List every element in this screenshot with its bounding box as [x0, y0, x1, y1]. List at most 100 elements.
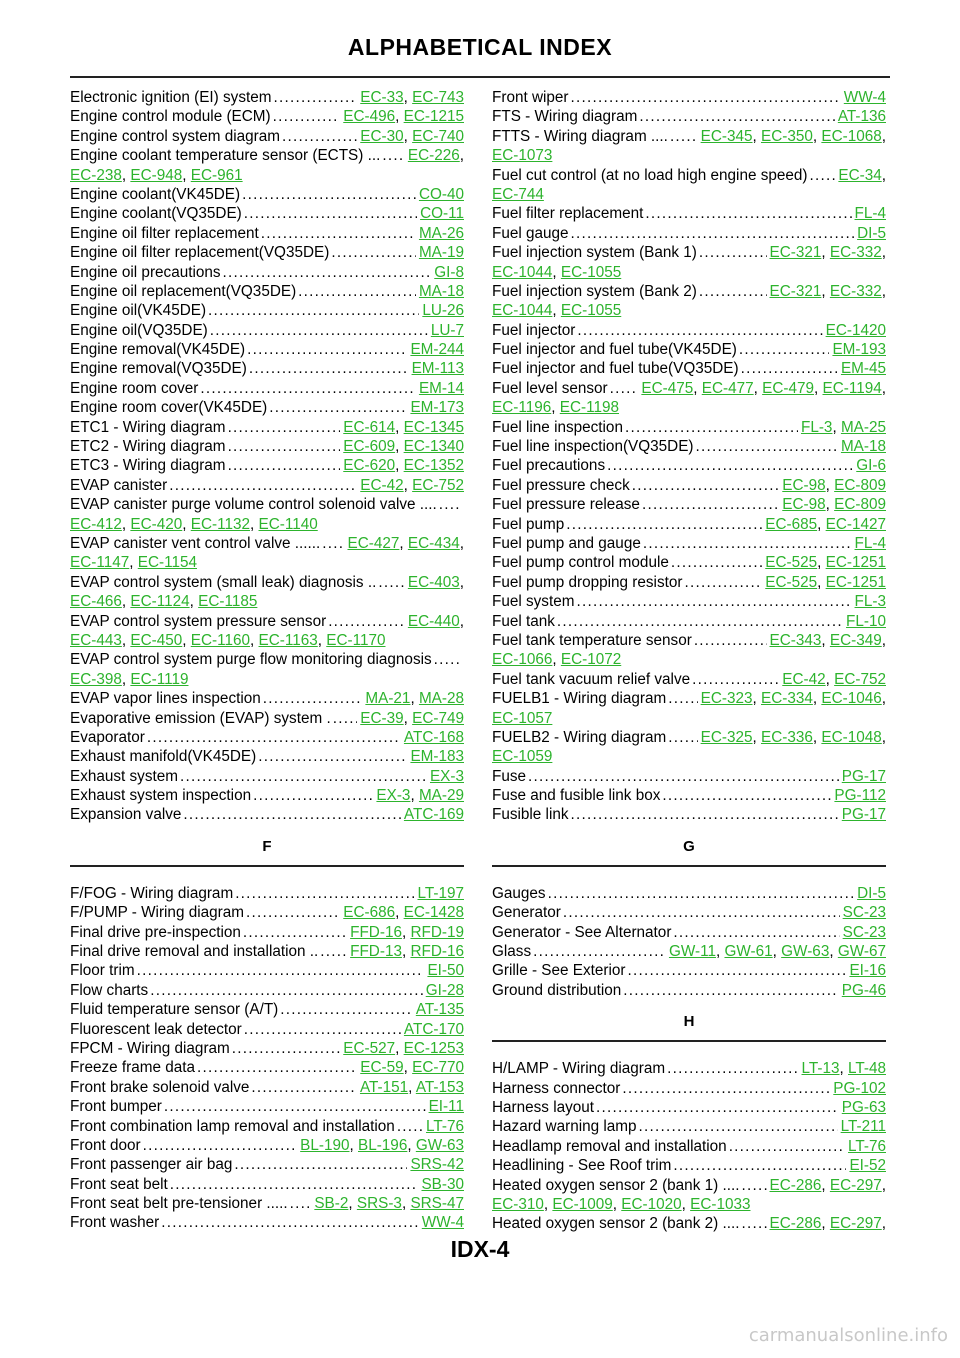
index-reference-link[interactable]: EC-1124 — [130, 593, 190, 611]
index-reference-link[interactable]: GW-11 — [668, 943, 716, 961]
index-reference-link[interactable]: EC-450 — [130, 631, 183, 649]
index-reference-link[interactable]: EM-193 — [832, 341, 886, 359]
index-reference-link[interactable]: EC-297 — [829, 1215, 882, 1233]
index-reference-link[interactable]: EC-1068 — [821, 127, 882, 145]
index-reference-link[interactable]: AT-135 — [415, 1001, 464, 1019]
index-reference-link[interactable]: EC-440 — [407, 612, 460, 630]
index-reference-link[interactable]: AT-151 — [359, 1078, 409, 1096]
index-reference-link[interactable]: LT-197 — [417, 884, 465, 902]
index-reference-link[interactable]: EC-420 — [130, 515, 183, 533]
index-reference-link[interactable]: AT-153 — [415, 1078, 464, 1096]
index-reference-link[interactable]: EC-1033 — [690, 1195, 751, 1213]
index-reference-link[interactable]: EC-1215 — [403, 108, 464, 126]
index-reference-link[interactable]: GW-61 — [724, 943, 773, 961]
index-reference-link[interactable]: EC-412 — [70, 515, 122, 533]
index-reference-link[interactable]: EC-609 — [343, 438, 396, 456]
index-reference-link[interactable]: SC-23 — [842, 923, 886, 941]
index-reference-link[interactable]: EC-1154 — [137, 554, 197, 572]
index-reference-link[interactable]: FL-10 — [846, 612, 886, 630]
index-reference-link[interactable]: EC-770 — [412, 1059, 464, 1077]
index-reference-link[interactable]: EC-496 — [343, 108, 396, 126]
index-reference-link[interactable]: GI-8 — [434, 263, 464, 281]
index-reference-link[interactable]: EC-98 — [782, 476, 826, 494]
index-reference-link[interactable]: EC-1044 — [492, 302, 553, 320]
index-reference-link[interactable]: EC-477 — [701, 379, 754, 397]
index-reference-link[interactable]: EC-286 — [769, 1176, 822, 1194]
index-reference-link[interactable]: EC-332 — [829, 244, 882, 262]
index-reference-link[interactable]: EI-52 — [849, 1157, 886, 1175]
index-reference-link[interactable]: EC-1119 — [130, 670, 189, 688]
index-reference-link[interactable]: MA-18 — [418, 282, 464, 300]
index-reference-link[interactable]: EI-16 — [849, 962, 886, 980]
index-reference-link[interactable]: EC-33 — [360, 89, 404, 106]
index-reference-link[interactable]: EC-343 — [769, 631, 822, 649]
index-reference-link[interactable]: MA-21 — [365, 690, 411, 708]
index-reference-link[interactable]: SRS-47 — [410, 1195, 464, 1213]
index-reference-link[interactable]: LT-48 — [848, 1060, 886, 1078]
index-reference-link[interactable]: PG-46 — [841, 981, 886, 999]
index-reference-link[interactable]: EC-1427 — [825, 515, 886, 533]
index-reference-link[interactable]: EC-1340 — [403, 438, 464, 456]
index-reference-link[interactable]: EC-1163 — [258, 631, 318, 649]
index-reference-link[interactable]: FL-3 — [800, 418, 833, 436]
index-reference-link[interactable]: EM-173 — [410, 399, 464, 417]
index-reference-link[interactable]: LU-7 — [430, 321, 464, 339]
index-reference-link[interactable]: EC-1194 — [822, 379, 882, 397]
index-reference-link[interactable]: GW-63 — [415, 1136, 464, 1154]
index-reference-link[interactable]: PG-17 — [841, 767, 886, 785]
index-reference-link[interactable]: EC-744 — [492, 185, 544, 203]
index-reference-link[interactable]: EC-620 — [343, 457, 396, 475]
index-reference-link[interactable]: EC-238 — [70, 166, 122, 184]
index-reference-link[interactable]: EC-1009 — [552, 1195, 613, 1213]
index-reference-link[interactable]: EC-349 — [829, 631, 882, 649]
index-reference-link[interactable]: EC-525 — [765, 554, 818, 572]
index-reference-link[interactable]: FL-3 — [854, 593, 886, 611]
index-reference-link[interactable]: EM-244 — [410, 341, 464, 359]
index-reference-link[interactable]: EC-403 — [407, 573, 460, 591]
index-reference-link[interactable]: ATC-170 — [403, 1020, 464, 1038]
index-reference-link[interactable]: LT-211 — [840, 1118, 886, 1136]
index-reference-link[interactable]: MA-29 — [418, 787, 464, 805]
index-reference-link[interactable]: EI-11 — [428, 1098, 464, 1116]
index-reference-link[interactable]: EC-466 — [70, 593, 122, 611]
index-reference-link[interactable]: EC-740 — [412, 127, 464, 145]
index-reference-link[interactable]: EC-525 — [765, 573, 818, 591]
index-reference-link[interactable]: EX-3 — [376, 787, 411, 805]
index-reference-link[interactable]: EC-752 — [412, 476, 464, 494]
index-reference-link[interactable]: EC-226 — [407, 147, 460, 165]
index-reference-link[interactable]: EC-1059 — [492, 748, 553, 766]
index-reference-link[interactable]: EC-1196 — [492, 399, 552, 417]
index-reference-link[interactable]: LT-76 — [848, 1137, 886, 1155]
index-reference-link[interactable]: FL-4 — [854, 205, 886, 223]
index-reference-link[interactable]: PG-63 — [841, 1098, 886, 1116]
index-reference-link[interactable]: EC-475 — [641, 379, 694, 397]
index-reference-link[interactable]: EC-1055 — [560, 302, 622, 320]
index-reference-link[interactable]: EC-336 — [761, 728, 813, 746]
index-reference-link[interactable]: EC-614 — [343, 418, 396, 436]
index-reference-link[interactable]: BL-190 — [300, 1136, 350, 1154]
index-reference-link[interactable]: RFD-16 — [410, 943, 464, 961]
index-reference-link[interactable]: EC-1147 — [70, 554, 130, 572]
index-reference-link[interactable]: RFD-19 — [410, 923, 464, 941]
index-reference-link[interactable]: EC-321 — [769, 282, 822, 300]
index-reference-link[interactable]: MA-18 — [840, 438, 886, 456]
index-reference-link[interactable]: EC-334 — [761, 690, 813, 708]
index-reference-link[interactable]: CO-11 — [420, 205, 464, 223]
index-reference-link[interactable]: EC-350 — [761, 127, 813, 145]
index-reference-link[interactable]: LT-76 — [426, 1117, 464, 1135]
index-reference-link[interactable]: PG-112 — [834, 787, 886, 805]
index-reference-link[interactable]: EC-749 — [412, 709, 464, 727]
index-reference-link[interactable]: ATC-169 — [403, 806, 464, 824]
index-reference-link[interactable]: ATC-168 — [403, 728, 464, 746]
index-reference-link[interactable]: EM-113 — [411, 360, 464, 378]
index-reference-link[interactable]: EC-310 — [492, 1195, 544, 1213]
index-reference-link[interactable]: EC-345 — [700, 127, 753, 145]
index-reference-link[interactable]: EC-427 — [347, 534, 400, 552]
index-reference-link[interactable]: EC-1345 — [403, 418, 464, 436]
index-reference-link[interactable]: EI-50 — [427, 962, 464, 980]
index-reference-link[interactable]: EC-1055 — [560, 263, 622, 281]
index-reference-link[interactable]: EM-45 — [840, 360, 886, 378]
index-reference-link[interactable]: EC-321 — [769, 244, 822, 262]
index-reference-link[interactable]: EC-59 — [360, 1059, 404, 1077]
index-reference-link[interactable]: EC-1251 — [825, 573, 886, 591]
